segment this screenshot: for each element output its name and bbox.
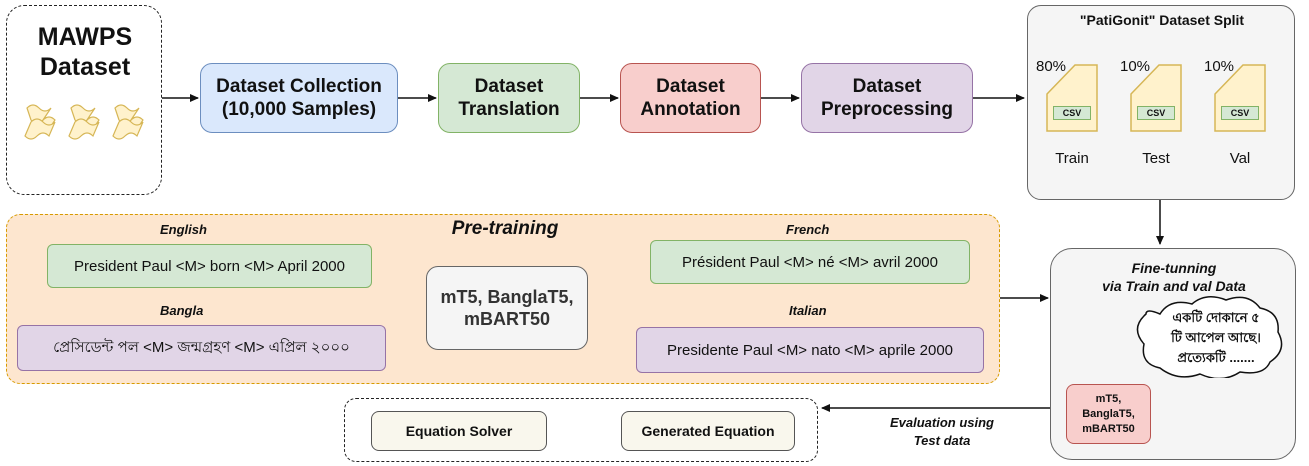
paper-tape-icon [68,104,100,140]
evaluation-line1: Evaluation using [889,415,994,430]
collection-line1: Dataset Collection [216,76,382,97]
ft-model-line3: mBART50 [1082,422,1135,435]
ft-model-line2: BanglaT5, [1082,407,1135,420]
evaluation-line2: Test data [913,433,971,448]
mawps-title-line1: MAWPS [37,23,133,51]
split-file-train: 80% CSV Train [1036,58,1108,193]
annotation-line2: Annotation [640,99,741,120]
evaluation-label: Evaluation using Test data [860,414,1024,450]
paper-tape-icon [112,104,144,140]
bangla-sample-pill: প্রেসিডেন্ট পল <M> জন্মগ্রহণ <M> এপ্রিল … [17,325,386,371]
thought-bubble-text: একটি দোকানে ৫ টি আপেল আছে। প্রত্যেকটি ..… [1140,308,1292,368]
csv-file-icon [1046,64,1098,132]
csv-file-icon [1214,64,1266,132]
split-title: "PatiGonit" Dataset Split [1079,12,1245,28]
dataset-annotation-node: Dataset Annotation [620,63,761,133]
lang-label-english: English [160,222,207,237]
mawps-title: MAWPS Dataset [7,22,163,82]
csv-badge-test: CSV [1137,106,1175,120]
models-node: mT5, BanglaT5, mBART50 [426,266,588,350]
preprocessing-line1: Dataset [852,76,922,97]
english-sample-pill: President Paul <M> born <M> April 2000 [47,244,372,288]
bubble-line3: প্রত্যেকটি ....... [1177,350,1255,365]
equation-solver-node: Equation Solver [371,411,547,451]
csv-file-icon [1130,64,1182,132]
thought-bubble [1136,296,1283,378]
finetuned-model-node: mT5, BanglaT5, mBART50 [1066,384,1151,444]
lang-label-bangla: Bangla [160,303,204,318]
models-line1: mT5, BanglaT5, [440,287,574,307]
mawps-title-line2: Dataset [39,53,131,81]
french-sample-pill: Président Paul <M> né <M> avril 2000 [650,240,970,284]
finetune-title: Fine-tunning via Train and val Data [1051,259,1297,295]
finetune-title-line1: Fine-tunning [1131,260,1217,276]
finetune-title-line2: via Train and val Data [1102,278,1246,294]
italian-sample-pill: Presidente Paul <M> nato <M> aprile 2000 [636,327,984,373]
csv-badge-train: CSV [1053,106,1091,120]
ft-model-line1: mT5, [1095,392,1122,405]
csv-badge-val: CSV [1221,106,1259,120]
collection-line2: (10,000 Samples) [221,99,377,120]
split-percent-val: 10% [1204,58,1235,75]
lang-label-french: French [786,222,830,237]
preprocessing-line2: Preprocessing [821,99,953,120]
annotation-line1: Dataset [656,76,725,97]
split-label-val: Val [1229,150,1251,167]
split-percent-train: 80% [1036,58,1067,75]
dataset-preprocessing-node: Dataset Preprocessing [801,63,973,133]
translation-line1: Dataset [474,76,544,97]
bubble-line2: টি আপেল আছে। [1171,330,1261,345]
generated-equation-node: Generated Equation [621,411,795,451]
bubble-line1: একটি দোকানে ৫ [1172,310,1260,325]
dataset-collection-node: Dataset Collection (10,000 Samples) [200,63,398,133]
models-line2: mBART50 [463,309,551,329]
split-label-train: Train [1055,150,1089,167]
split-percent-test: 10% [1120,58,1151,75]
paper-tape-icons [24,104,144,140]
split-label-test: Test [1142,150,1170,167]
dataset-split-panel: "PatiGonit" Dataset Split 80% CSV Train … [1027,5,1295,200]
mawps-dataset-box: MAWPS Dataset [6,5,162,195]
pretraining-title: Pre-training [451,218,559,239]
lang-label-italian: Italian [789,303,827,318]
paper-tape-icon [24,104,56,140]
translation-line2: Translation [458,99,560,120]
evaluation-box [344,398,818,462]
dataset-translation-node: Dataset Translation [438,63,580,133]
split-file-test: 10% CSV Test [1120,58,1192,193]
split-file-val: 10% CSV Val [1204,58,1276,193]
